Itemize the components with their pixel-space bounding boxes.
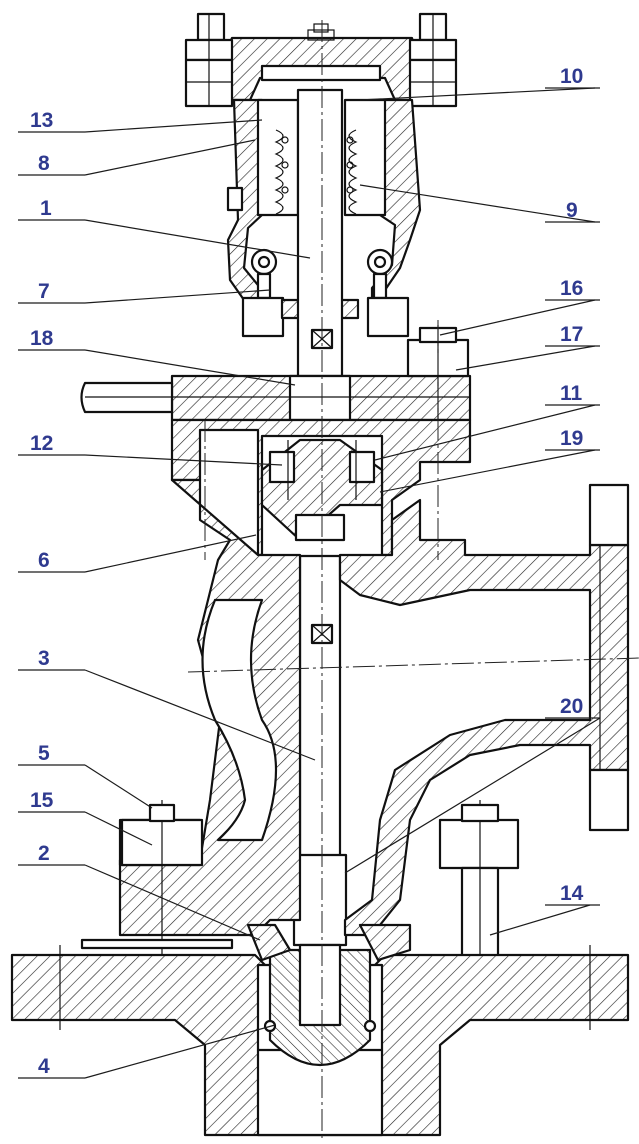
leader-16: [439, 299, 596, 336]
valve-drawing: [10, 12, 639, 1140]
leader-3: [84, 669, 316, 761]
callout-11: 11: [560, 382, 583, 405]
callout-9: 9: [566, 199, 578, 222]
callout-5: 5: [38, 742, 50, 765]
spring: [274, 129, 358, 215]
leader-14: [489, 904, 591, 936]
callout-16: 16: [560, 277, 583, 300]
leader-20: [344, 717, 601, 874]
leader-1: [84, 219, 311, 259]
callout-17: 17: [560, 323, 583, 346]
leader-18: [84, 349, 296, 386]
bonnet: [170, 418, 472, 558]
callout-12: 12: [30, 432, 53, 455]
callout-6: 6: [38, 549, 50, 572]
callout-10: 10: [560, 65, 583, 88]
leader-10: [359, 87, 596, 101]
cap-bolts: [184, 12, 458, 108]
leader-8: [84, 139, 256, 176]
callout-layer: 13 8 1 7 18 12 6 3 5 15 2 4 10 9 16 17 1…: [18, 65, 601, 1079]
callout-14: 14: [560, 882, 584, 905]
leader-5: [84, 764, 153, 809]
leader-6: [84, 534, 257, 573]
disc-and-nozzle: [246, 923, 412, 1067]
leader-19: [379, 449, 596, 493]
callout-1: 1: [40, 197, 52, 220]
leader-17: [455, 345, 596, 371]
callout-15: 15: [30, 789, 54, 812]
callout-2: 2: [38, 842, 50, 865]
leader-2: [84, 864, 261, 941]
body-bolts: [120, 800, 520, 1000]
callout-18: 18: [30, 327, 54, 350]
leader-11: [374, 404, 596, 461]
stem: [292, 88, 348, 947]
callout-3: 3: [38, 647, 50, 670]
top-cap: [220, 23, 420, 102]
leader-13: [84, 119, 263, 133]
leader-15: [84, 811, 153, 846]
callout-19: 19: [560, 427, 583, 450]
callout-8: 8: [38, 152, 50, 175]
leader-12: [84, 454, 283, 466]
lever-plate: [80, 325, 472, 422]
callout-20: 20: [560, 695, 583, 718]
leader-7: [84, 289, 271, 304]
center-lines: [187, 20, 639, 1140]
callout-4: 4: [38, 1055, 50, 1078]
callout-7: 7: [38, 280, 50, 303]
leader-9: [359, 184, 596, 223]
callout-13: 13: [30, 109, 53, 132]
leader-4: [84, 1024, 276, 1079]
